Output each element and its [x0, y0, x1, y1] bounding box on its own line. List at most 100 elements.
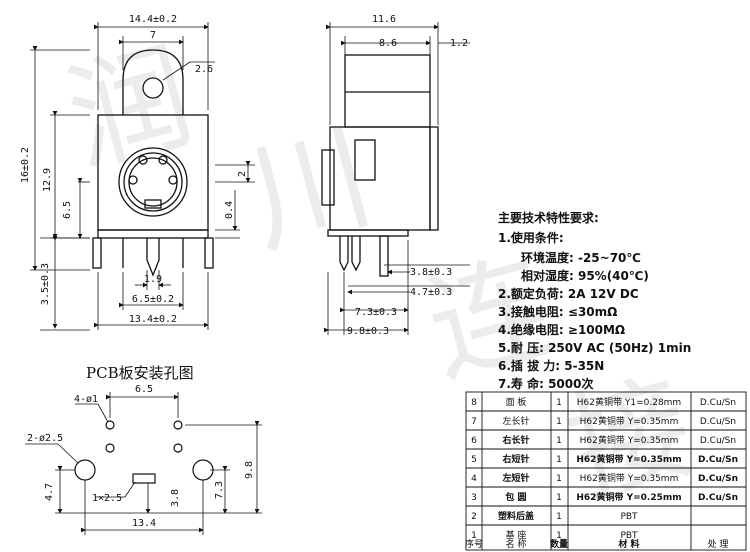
- dim-7-3: 7.3±0.3: [355, 307, 397, 318]
- contact-pin: [158, 155, 168, 165]
- dim-side-height: 6.5: [62, 201, 73, 219]
- table-header-cell: 处 理: [708, 538, 729, 550]
- dim-pin-length: 3.5±0.3: [40, 263, 51, 305]
- front-view: [92, 49, 214, 277]
- dim-top-tab: 7: [150, 30, 156, 41]
- contact-pin: [138, 155, 148, 165]
- pcb-dim-13-4: 13.4: [132, 518, 156, 529]
- dim-depth: 11.6: [372, 14, 396, 25]
- table-cell: D.Cu/Sn: [698, 474, 738, 484]
- front-view-labels: 14.4±0.2 7 2.6 16±0.2 12.9 6.5 2 0.4 1.9…: [20, 14, 248, 325]
- pcb-slot: [132, 473, 156, 484]
- dim-total-height: 16±0.2: [20, 147, 31, 183]
- front-view-dimensions: [30, 22, 255, 331]
- pcb-dim-7-3: 7.3: [214, 481, 225, 499]
- side-view-dimensions: [324, 22, 470, 335]
- table-cell: H62黄铜带 Y=0.25mm: [576, 491, 681, 503]
- dim-hole-diameter: 2.6: [195, 64, 213, 75]
- side-pin-mid: [351, 236, 361, 272]
- table-header-cell: 材 料: [617, 538, 639, 550]
- top-tab-outline: [122, 49, 184, 115]
- side-rear-cover: [429, 126, 439, 231]
- pcb-dim-4-holes: 4-ø1: [74, 394, 98, 405]
- dim-pin-width: 1.9: [144, 274, 162, 285]
- table-cell: PBT: [620, 531, 638, 541]
- dim-pin-span: 6.5±0.2: [132, 294, 174, 305]
- table-cell: 1: [556, 455, 562, 465]
- dim-bottom-width: 13.4±0.2: [129, 314, 177, 325]
- dim-right-04: 0.4: [224, 201, 235, 219]
- table-cell: 8: [471, 398, 477, 408]
- table-cell: 5: [471, 455, 477, 465]
- table-cell: 1: [471, 531, 477, 541]
- spec-line: 4.绝缘电阻: ≥100MΩ: [498, 322, 625, 337]
- table-cell: 面 板: [506, 396, 527, 408]
- pcb-title: PCB板安装孔图: [86, 364, 194, 382]
- table-frame: [465, 391, 747, 551]
- dim-3-8: 3.8±0.3: [410, 267, 452, 278]
- socket-outer-ring: [118, 147, 188, 217]
- pcb-hole-small: [173, 443, 183, 453]
- pcb-hole-small: [105, 443, 115, 453]
- side-pin-front: [339, 236, 349, 272]
- table-header-cell: 序号: [465, 538, 483, 550]
- table-cell: PBT: [620, 512, 638, 522]
- side-top-block: [344, 54, 431, 128]
- dim-4-7: 4.7±0.3: [410, 287, 452, 298]
- table-cell: 2: [471, 512, 477, 522]
- spec-block: 主要技术特性要求: 1.使用条件: 环境温度: -25~70℃ 相对湿度: 95…: [498, 210, 691, 391]
- pcb-dim-slot: 1×2.5: [92, 493, 122, 504]
- mount-hole: [142, 77, 164, 99]
- table-cell: 右短针: [501, 453, 529, 465]
- table-header-cell: 数量: [550, 538, 568, 550]
- spec-line: 7.寿 命: 5000次: [498, 376, 593, 391]
- table-cell: 包 圆: [504, 491, 526, 503]
- table-cell: 右长针: [501, 434, 529, 446]
- side-leg: [204, 237, 214, 269]
- side-inner-part: [354, 139, 376, 181]
- pcb-dim-2-holes: 2-ø2.5: [27, 433, 63, 444]
- key-slot: [144, 199, 162, 209]
- center-pin: [146, 238, 160, 277]
- side-view-labels: 11.6 8.6 1.2 3.8±0.3 4.7±0.3 7.3±0.3 9.8…: [347, 14, 468, 337]
- table-cell: 4: [471, 474, 477, 484]
- pcb-dim-4-7: 4.7: [44, 483, 55, 501]
- pcb-layout: PCB板安装孔图 6.5 4-ø1 2-ø: [25, 364, 262, 535]
- side-leg: [92, 237, 102, 269]
- table-cell: 1: [556, 474, 562, 484]
- spec-line: 6.插 拔 力: 5-35N: [498, 358, 604, 373]
- spec-line: 相对湿度: 95%(40℃): [521, 268, 649, 283]
- dim-9-8: 9.8±0.3: [347, 326, 389, 337]
- table-cell: 6: [471, 436, 477, 446]
- table-cell: H62黄铜带 Y=0.35mm: [580, 472, 679, 484]
- dim-1-2: 1.2: [450, 38, 468, 49]
- table-cell: D.Cu/Sn: [700, 417, 736, 427]
- table-rows: 8 面 板 1 H62黄铜带 Y1=0.28mm D.Cu/Sn 7 左长针 1…: [465, 396, 738, 550]
- socket-inner-ring: [123, 152, 183, 212]
- table-cell: 1: [556, 531, 562, 541]
- dim-total-width: 14.4±0.2: [129, 14, 177, 25]
- table-cell: H62黄铜带 Y1=0.28mm: [577, 396, 681, 408]
- spec-line: 2.额定负荷: 2A 12V DC: [498, 286, 639, 301]
- table-cell: D.Cu/Sn: [698, 493, 738, 503]
- pcb-dim-9-8: 9.8: [244, 461, 255, 479]
- spec-title: 主要技术特性要求:: [498, 210, 599, 225]
- table-cell: D.Cu/Sn: [700, 436, 736, 446]
- table-cell: 塑料后盖: [498, 510, 534, 522]
- table-cell: 1: [556, 436, 562, 446]
- spec-line: 5.耐 压: 250V AC (50Hz) 1min: [498, 340, 691, 355]
- pcb-hole-small: [173, 420, 183, 430]
- table-cell: H62黄铜带 Y=0.35mm: [580, 434, 679, 446]
- table-cell: D.Cu/Sn: [698, 455, 738, 465]
- table-cell: 1: [556, 493, 562, 503]
- side-leg: [379, 235, 389, 277]
- table-cell: 基 座: [506, 529, 527, 541]
- side-front-face: [321, 149, 335, 206]
- table-cell: 左短针: [501, 472, 529, 484]
- table-cell: H62黄铜带 Y=0.35mm: [576, 453, 681, 465]
- side-base: [327, 229, 409, 237]
- pcb-dim-3-8: 3.8: [170, 489, 181, 507]
- table-cell: 1: [556, 417, 562, 427]
- dim-center-height: 12.9: [42, 168, 53, 192]
